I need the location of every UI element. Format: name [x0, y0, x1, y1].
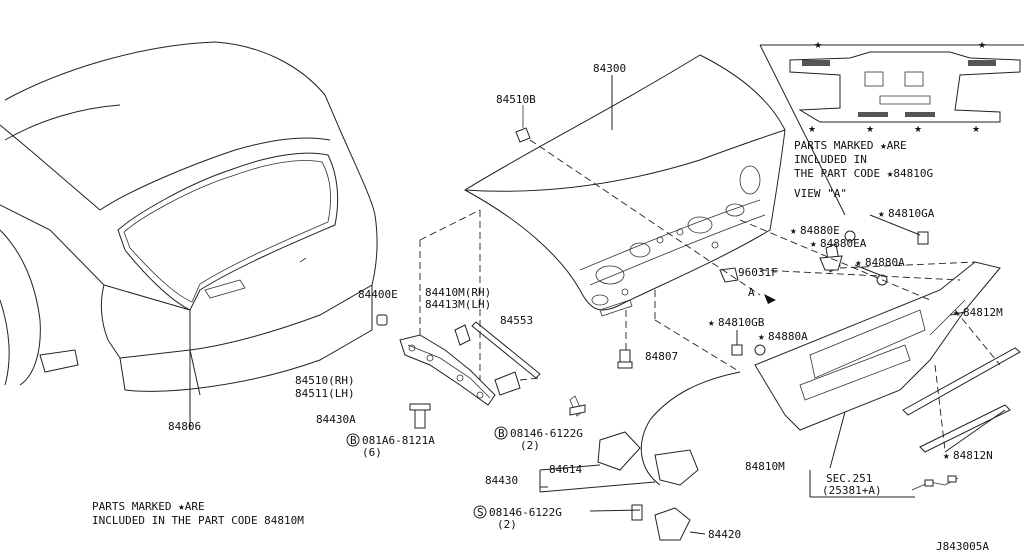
label-arrow-a: A — [748, 286, 755, 299]
label-84300: 84300 — [593, 62, 626, 75]
star-icon: ★ — [878, 207, 885, 220]
car-body-drawing — [0, 41, 378, 420]
svg-text:★: ★ — [814, 41, 822, 51]
svg-text:★: ★ — [866, 125, 874, 135]
label-84614: 84614 — [549, 463, 582, 476]
circle-b-letter-1: B — [350, 434, 357, 447]
clip-84510b — [515, 105, 531, 143]
label-081a6: 081A6-8121A — [362, 434, 435, 447]
label-84880a-2: 84880A — [865, 256, 905, 269]
lock-assembly — [597, 349, 741, 541]
label-84812m: 84812M — [963, 306, 1003, 319]
label-sec251: SEC.251 — [826, 472, 872, 485]
star-icon: ★ — [943, 449, 950, 462]
star-icon: ★ ★ ★ ★ ★ ★ — [808, 41, 986, 135]
label-08146-b: 08146-6122G — [489, 506, 562, 519]
label-84880ea: 84880EA — [820, 237, 867, 250]
star-icon: ★ — [790, 224, 797, 237]
hinge-assembly — [376, 314, 586, 429]
view-note-line-2: INCLUDED IN — [794, 153, 867, 166]
view-a-arrow — [764, 294, 776, 304]
label-96031f: 96031F — [738, 266, 778, 279]
label-84400e: 84400E — [358, 288, 398, 301]
label-84510: 84510(RH) — [295, 374, 355, 387]
star-icon: ★ — [810, 237, 817, 250]
circled-letter-s-icon — [473, 505, 487, 519]
label-84510b: 84510B — [496, 93, 536, 106]
label-08146-a-qty: (2) — [520, 439, 540, 452]
svg-text:★: ★ — [808, 125, 816, 135]
view-note-line-3: THE PART CODE ★84810G — [794, 167, 933, 180]
label-sec251-ref: (25381+A) — [822, 484, 882, 497]
label-08146-a: 08146-6122G — [510, 427, 583, 440]
moulding-strips — [902, 347, 1021, 453]
label-081a6-qty: (6) — [362, 446, 382, 459]
label-84810gb: 84810GB — [718, 316, 765, 329]
label-84420: 84420 — [708, 528, 741, 541]
label-84810m: 84810M — [745, 460, 785, 473]
circled-letter-b-icon — [346, 426, 508, 447]
view-a-inset — [759, 44, 1024, 216]
label-84410m: 84410M(RH) — [425, 286, 491, 299]
star-icon: ★ — [758, 330, 765, 343]
circle-s-letter: S — [477, 506, 484, 519]
view-note-line-1: PARTS MARKED ★ARE — [794, 139, 907, 152]
label-84430a: 84430A — [316, 413, 356, 426]
label-84880a-1: 84880A — [768, 330, 808, 343]
label-84430: 84430 — [485, 474, 518, 487]
svg-text:★: ★ — [978, 41, 986, 51]
circle-b-letter-2: B — [498, 427, 505, 440]
svg-text:★: ★ — [914, 125, 922, 135]
label-84511: 84511(LH) — [295, 387, 355, 400]
bottom-note-line-1: PARTS MARKED ★ARE — [92, 500, 205, 513]
label-84810ga: 84810GA — [888, 207, 935, 220]
bottom-note-line-2: INCLUDED IN THE PART CODE 84810M — [92, 514, 304, 527]
label-84812n: 84812N — [953, 449, 993, 462]
label-08146-b-qty: (2) — [497, 518, 517, 531]
diagram-id: J843005A — [936, 540, 989, 553]
label-84806: 84806 — [168, 420, 201, 433]
label-84553: 84553 — [500, 314, 533, 327]
label-84807: 84807 — [645, 350, 678, 363]
star-icon: ★ — [953, 306, 960, 319]
leader-lines — [189, 75, 1006, 535]
star-icon: ★ — [708, 316, 715, 329]
label-84413m: 84413M(LH) — [425, 298, 491, 311]
label-84880e: 84880E — [800, 224, 840, 237]
view-title: VIEW "A" — [794, 187, 847, 200]
harness-drawing — [911, 475, 959, 491]
svg-text:★: ★ — [972, 125, 980, 135]
star-icon: ★ — [855, 256, 862, 269]
trunk-lid-drawing — [464, 54, 786, 317]
